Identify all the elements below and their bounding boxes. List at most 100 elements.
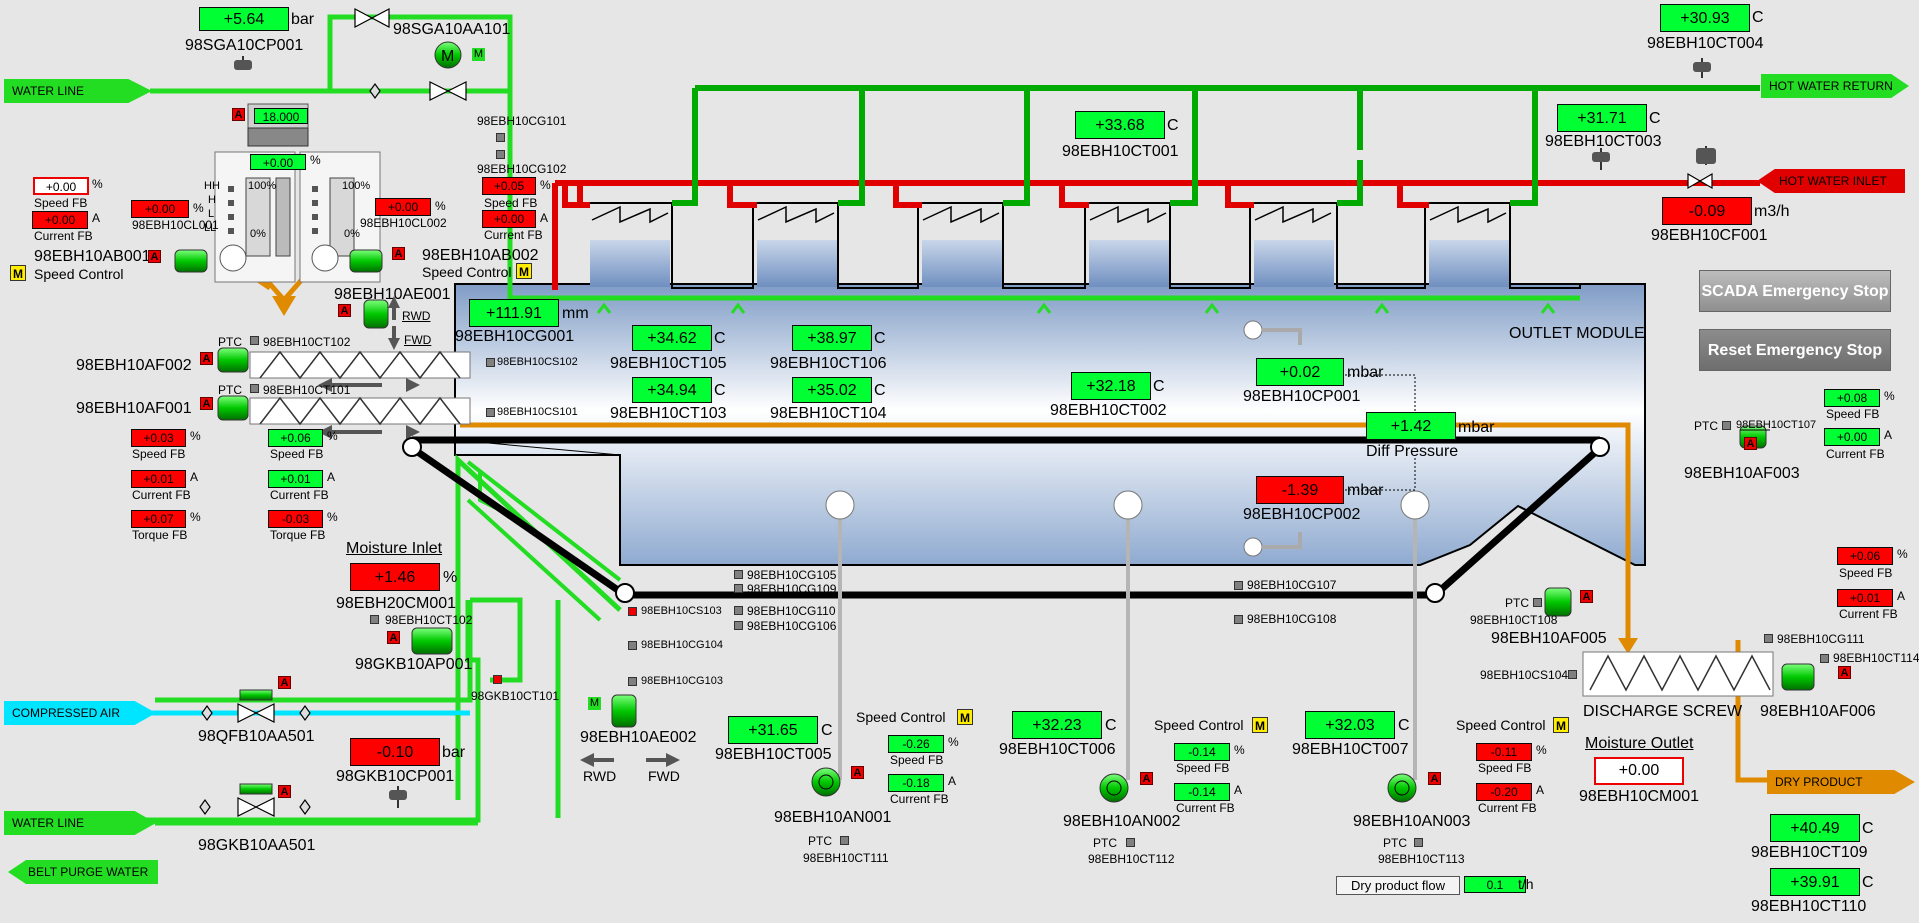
cl002-tag[interactable]: 98EBH10CL002 — [360, 216, 447, 230]
fan3-speed-value: -0.11 — [1476, 743, 1532, 761]
cg105-tag[interactable]: 98EBH10CG105 — [747, 568, 837, 582]
ct110-tag[interactable]: 98EBH10CT110 — [1751, 898, 1867, 915]
cg101-tag[interactable]: 98EBH10CG101 — [477, 114, 567, 128]
af005-tag[interactable]: 98EBH10AF005 — [1491, 630, 1607, 647]
fan1-ptc-indicator — [840, 836, 849, 845]
cf001-tag[interactable]: 98EBH10CF001 — [1651, 227, 1768, 244]
ct002-tag[interactable]: 98EBH10CT002 — [1050, 402, 1167, 419]
ab001-tag[interactable]: 98EBH10AB001 — [34, 248, 151, 265]
ae001-rwd[interactable]: RWD — [402, 309, 431, 323]
ct002-value: +32.18 — [1071, 372, 1151, 400]
fan3-ptc-tag[interactable]: 98EBH10CT113 — [1378, 852, 1465, 866]
cs104-tag[interactable]: 98EBH10CS104 — [1480, 668, 1569, 682]
ct003-tag[interactable]: 98EBH10CT003 — [1545, 133, 1662, 150]
ct110-value: +39.91 — [1770, 868, 1860, 896]
qfb-valve-tag[interactable]: 98QFB10AA501 — [198, 728, 315, 745]
fan1-manual-flag[interactable]: M — [957, 709, 973, 725]
af002-ptc: PTC — [218, 335, 242, 349]
af001-torque-unit: % — [327, 510, 338, 524]
ct104-tag[interactable]: 98EBH10CT104 — [770, 405, 887, 422]
ct003-value: +31.71 — [1557, 104, 1647, 132]
cg101-indicator — [496, 133, 505, 142]
gkb-valve-tag[interactable]: 98GKB10AA501 — [198, 837, 316, 854]
ae001-tag[interactable]: 98EBH10AE001 — [334, 286, 451, 303]
ab002-manual-flag[interactable]: M — [516, 263, 532, 279]
ct109-tag[interactable]: 98EBH10CT109 — [1751, 844, 1868, 861]
cg104-tag[interactable]: 98EBH10CG104 — [641, 639, 723, 651]
ae002-fwd[interactable]: FWD — [648, 768, 680, 784]
fan1-ptc-tag[interactable]: 98EBH10CT111 — [803, 851, 889, 865]
cp001-tag[interactable]: 98EBH10CP001 — [1243, 388, 1361, 405]
cl001-tag[interactable]: 98EBH10CL001 — [132, 218, 219, 232]
diff-pressure-label: Diff Pressure — [1366, 443, 1459, 460]
fan3-ct-tag[interactable]: 98EBH10CT007 — [1292, 741, 1409, 758]
cp002-tag[interactable]: 98EBH10CP002 — [1243, 506, 1361, 523]
fan2-ctrl: Speed Control — [1154, 717, 1244, 733]
compressed-air: COMPRESSED AIR — [4, 701, 156, 725]
ct004-tag[interactable]: 98EBH10CT004 — [1647, 35, 1764, 52]
fan1-ct-tag[interactable]: 98EBH10CT005 — [715, 746, 832, 763]
fan2-ptc-tag[interactable]: 98EBH10CT112 — [1088, 852, 1175, 866]
cs102-tag[interactable]: 98EBH10CS102 — [497, 356, 578, 368]
dry-product-flow-unit: t/h — [1518, 876, 1534, 892]
af003-ptc: PTC — [1694, 419, 1718, 433]
af002-tag[interactable]: 98EBH10AF002 — [76, 357, 192, 374]
scada-emergency-stop-button[interactable]: SCADA Emergency Stop — [1699, 270, 1891, 312]
ct001-tag[interactable]: 98EBH10CT001 — [1062, 143, 1179, 160]
ct114-tag[interactable]: 98EBH10CT114 — [1833, 651, 1919, 665]
fan1-tag[interactable]: 98EBH10AN001 — [774, 809, 892, 826]
fan2-tag[interactable]: 98EBH10AN002 — [1063, 813, 1181, 830]
ae002-rwd[interactable]: RWD — [583, 768, 617, 784]
ap001-tag[interactable]: 98GKB10AP001 — [355, 656, 473, 673]
fan1-current-label: Current FB — [890, 792, 949, 806]
fan3-tag[interactable]: 98EBH10AN003 — [1353, 813, 1471, 830]
cg107-tag[interactable]: 98EBH10CG107 — [1247, 578, 1337, 592]
ct102b-tag[interactable]: 98EBH10CT102 — [385, 613, 473, 627]
ct106-tag[interactable]: 98EBH10CT106 — [770, 355, 887, 372]
fan2-manual-flag[interactable]: M — [1252, 717, 1268, 733]
ab001-manual-flag[interactable]: M — [10, 265, 26, 281]
sga-pressure-tag[interactable]: 98SGA10CP001 — [185, 37, 304, 54]
af006-tag[interactable]: 98EBH10AF006 — [1760, 703, 1876, 720]
cg106-tag[interactable]: 98EBH10CG106 — [747, 619, 837, 633]
ct103-tag[interactable]: 98EBH10CT103 — [610, 405, 727, 422]
ct107-tag[interactable]: 98EBH10CT107 — [1736, 419, 1817, 431]
af003-tag[interactable]: 98EBH10AF003 — [1684, 465, 1800, 482]
moisture-outlet-tag[interactable]: 98EBH10CM001 — [1579, 788, 1700, 805]
cg102-tag[interactable]: 98EBH10CG102 — [477, 162, 567, 176]
cg109-tag[interactable]: 98EBH10CG109 — [747, 582, 837, 596]
ct101b-tag[interactable]: 98GKB10CT101 — [471, 689, 560, 703]
af005-ptc-tag[interactable]: 98EBH10CT108 — [1470, 613, 1558, 627]
hopper2-pct-top: 100% — [342, 180, 371, 192]
ab002-tag[interactable]: 98EBH10AB002 — [422, 247, 539, 264]
sga-valve-tag[interactable]: 98SGA10AA101 — [393, 21, 511, 38]
ct102b-indicator — [370, 615, 379, 624]
cg103-tag[interactable]: 98EBH10CG103 — [641, 675, 723, 687]
cs101-tag[interactable]: 98EBH10CS101 — [497, 406, 578, 418]
ct101-tag[interactable]: 98EBH10CT101 — [263, 383, 351, 397]
ae002-tag[interactable]: 98EBH10AE002 — [580, 729, 697, 746]
diff-pressure-value: +1.42 — [1366, 412, 1456, 440]
af005-alarm-flag: A — [1580, 590, 1593, 603]
ct105-tag[interactable]: 98EBH10CT105 — [610, 355, 727, 372]
cg108-tag[interactable]: 98EBH10CG108 — [1247, 612, 1337, 626]
moisture-inlet-tag[interactable]: 98EBH20CM001 — [336, 595, 457, 612]
fan3-speed-label: Speed FB — [1478, 761, 1532, 775]
ae001-fwd[interactable]: FWD — [404, 333, 432, 347]
ct102-tag[interactable]: 98EBH10CT102 — [263, 335, 351, 349]
reset-emergency-stop-button[interactable]: Reset Emergency Stop — [1699, 329, 1891, 371]
gkb-pressure-tag[interactable]: 98GKB10CP001 — [336, 768, 455, 785]
cg109-indicator — [734, 584, 743, 593]
fan3-manual-flag[interactable]: M — [1553, 717, 1569, 733]
cg001-tag[interactable]: 98EBH10CG001 — [455, 328, 575, 345]
mixer-motor-letter: M — [441, 48, 454, 65]
cg110-tag[interactable]: 98EBH10CG110 — [747, 604, 836, 618]
fan3-alarm-flag: A — [1428, 772, 1441, 785]
af001-tag[interactable]: 98EBH10AF001 — [76, 400, 192, 417]
discharge-speed-unit: % — [1897, 547, 1908, 561]
fan2-ct-tag[interactable]: 98EBH10CT006 — [999, 741, 1116, 758]
ab002-current-unit: A — [540, 211, 549, 225]
cs103-tag[interactable]: 98EBH10CS103 — [641, 605, 722, 617]
cg111-tag[interactable]: 98EBH10CG111 — [1777, 632, 1865, 646]
